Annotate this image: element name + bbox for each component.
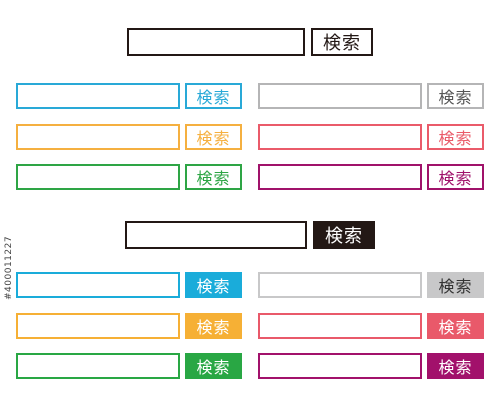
search-button[interactable]: 検索 bbox=[427, 353, 484, 379]
search-button[interactable]: 検索 bbox=[427, 83, 484, 109]
search-button[interactable]: 検索 bbox=[185, 83, 242, 109]
search-button[interactable]: 検索 bbox=[185, 272, 242, 298]
search-input[interactable] bbox=[125, 221, 307, 249]
search-input[interactable] bbox=[16, 124, 180, 150]
search-button[interactable]: 検索 bbox=[185, 313, 242, 339]
search-input[interactable] bbox=[16, 272, 180, 298]
search-input[interactable] bbox=[258, 313, 422, 339]
search-input[interactable] bbox=[127, 28, 305, 56]
search-input[interactable] bbox=[258, 124, 422, 150]
search-button[interactable]: 検索 bbox=[427, 124, 484, 150]
search-button[interactable]: 検索 bbox=[311, 28, 373, 56]
search-input[interactable] bbox=[258, 164, 422, 190]
search-input[interactable] bbox=[258, 353, 422, 379]
search-bar-filled-magenta: 検索 bbox=[258, 353, 484, 379]
search-bar-filled-blue: 検索 bbox=[16, 272, 242, 298]
search-button[interactable]: 検索 bbox=[427, 272, 484, 298]
search-bar-outlined-pink: 検索 bbox=[258, 124, 484, 150]
search-input[interactable] bbox=[258, 83, 422, 109]
search-bar-outlined-gray: 検索 bbox=[258, 83, 484, 109]
search-bar-filled-green: 検索 bbox=[16, 353, 242, 379]
search-bar-filled-pink: 検索 bbox=[258, 313, 484, 339]
search-input[interactable] bbox=[258, 272, 422, 298]
search-button[interactable]: 検索 bbox=[185, 164, 242, 190]
search-bar-outlined-magenta: 検索 bbox=[258, 164, 484, 190]
search-input[interactable] bbox=[16, 164, 180, 190]
search-button[interactable]: 検索 bbox=[185, 124, 242, 150]
search-input[interactable] bbox=[16, 353, 180, 379]
search-bar-filled-black: 検索 bbox=[125, 221, 375, 249]
search-bar-outlined-blue: 検索 bbox=[16, 83, 242, 109]
search-bar-outlined-black: 検索 bbox=[127, 28, 373, 56]
search-button[interactable]: 検索 bbox=[313, 221, 375, 249]
search-input[interactable] bbox=[16, 83, 180, 109]
search-button[interactable]: 検索 bbox=[185, 353, 242, 379]
search-bar-outlined-green: 検索 bbox=[16, 164, 242, 190]
search-bar-outlined-orange: 検索 bbox=[16, 124, 242, 150]
search-input[interactable] bbox=[16, 313, 180, 339]
search-button[interactable]: 検索 bbox=[427, 313, 484, 339]
search-bar-filled-orange: 検索 bbox=[16, 313, 242, 339]
search-bar-filled-gray: 検索 bbox=[258, 272, 484, 298]
search-button[interactable]: 検索 bbox=[427, 164, 484, 190]
side-caption: #400011227 bbox=[4, 235, 14, 300]
